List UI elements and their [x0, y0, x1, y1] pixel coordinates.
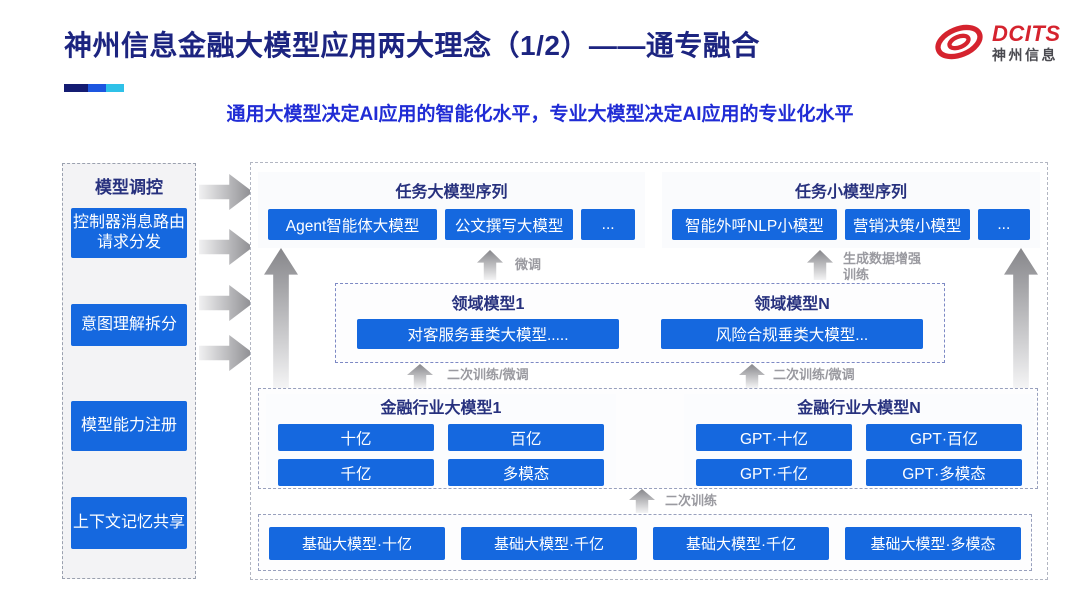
task-large-model-section: 任务大模型序列 Agent智能体大模型 公文撰写大模型 ... — [258, 172, 645, 248]
arrow-right-icon — [199, 285, 253, 321]
dcits-logo: DCITS 神州信息 — [932, 20, 1061, 64]
arrow-label-retrain-finetune: 二次训练/微调 — [773, 367, 855, 382]
sidebar-item-context-memory: 上下文记忆共享 — [71, 497, 187, 549]
industry-model-n-grid: GPT·十亿 GPT·百亿 GPT·千亿 GPT·多模态 — [684, 418, 1034, 486]
arrow-right-icon — [199, 229, 253, 265]
arrow-label-gen-data-aug: 生成数据增强训练 — [843, 251, 922, 282]
task-small-model-row: 智能外呼NLP小模型 营销决策小模型 ... — [662, 209, 1040, 240]
model-box-risk-compliance: 风险合规垂类大模型... — [661, 319, 923, 349]
sidebar-item-controller-routing: 控制器消息路由请求分发 — [71, 208, 187, 258]
model-box-gpt-10b: GPT·百亿 — [866, 424, 1022, 451]
model-box-marketing-decision: 营销决策小模型 — [844, 209, 970, 240]
model-box-multimodal: 多模态 — [448, 459, 604, 486]
accent-segment-blue — [88, 84, 106, 92]
industry-model-1-grid: 十亿 百亿 千亿 多模态 — [266, 418, 616, 486]
domain-model-n: 领域模型N 风险合规垂类大模型... — [640, 284, 944, 362]
title-accent-bar — [64, 84, 124, 92]
industry-model-1: 金融行业大模型1 十亿 百亿 千亿 多模态 — [266, 394, 616, 486]
dcits-swirl-icon — [935, 24, 983, 60]
arrow-label-finetune: 微调 — [515, 257, 542, 272]
model-box-100b: 千亿 — [278, 459, 434, 486]
foundation-box-100b-2: 基础大模型·千亿 — [653, 527, 829, 560]
foundation-box-1b: 基础大模型·十亿 — [269, 527, 445, 560]
section-title: 任务大模型序列 — [395, 184, 508, 201]
task-small-model-section: 任务小模型序列 智能外呼NLP小模型 营销决策小模型 ... — [662, 172, 1040, 248]
model-box-gpt-multimodal: GPT·多模态 — [866, 459, 1022, 486]
arrow-label-retrain-finetune: 二次训练/微调 — [447, 367, 529, 382]
model-box-customer-service: 对客服务垂类大模型..... — [357, 319, 619, 349]
model-box-gpt-1b: GPT·十亿 — [696, 424, 852, 451]
section-title: 领域模型1 — [451, 296, 525, 313]
foundation-box-multimodal: 基础大模型·多模态 — [845, 527, 1021, 560]
section-title: 金融行业大模型1 — [380, 400, 502, 417]
arrow-right-icon — [199, 335, 253, 371]
logo-text: DCITS 神州信息 — [992, 20, 1061, 63]
logo-brand-cn: 神州信息 — [992, 46, 1058, 63]
model-box-document-writing: 公文撰写大模型 — [445, 209, 574, 240]
section-title: 金融行业大模型N — [797, 400, 921, 417]
sidebar-item-capability-registry: 模型能力注册 — [71, 401, 187, 451]
model-box-agent: Agent智能体大模型 — [268, 209, 438, 240]
model-box-gpt-100b: GPT·千亿 — [696, 459, 852, 486]
page-title: 神州信息金融大模型应用两大理念（1/2）——通专融合 — [64, 30, 760, 61]
sidebar-model-control: 模型调控 控制器消息路由请求分发 意图理解拆分 模型能力注册 上下文记忆共享 — [62, 163, 196, 579]
logo-brand-text: DCITS — [992, 20, 1061, 46]
model-box-more: ... — [977, 209, 1030, 240]
subtitle: 通用大模型决定AI应用的智能化水平，专业大模型决定AI应用的专业化水平 — [226, 104, 854, 125]
accent-segment-navy — [64, 84, 88, 92]
industry-model-n: 金融行业大模型N GPT·十亿 GPT·百亿 GPT·千亿 GPT·多模态 — [684, 394, 1034, 486]
model-box-more: ... — [581, 209, 635, 240]
model-box-10b: 百亿 — [448, 424, 604, 451]
domain-model-1: 领域模型1 对客服务垂类大模型..... — [336, 284, 640, 362]
section-title: 领域模型N — [754, 296, 830, 313]
sidebar-title: 模型调控 — [95, 178, 163, 197]
model-box-nlp-outbound-call: 智能外呼NLP小模型 — [672, 209, 837, 240]
foundation-model-section: 基础大模型·十亿 基础大模型·千亿 基础大模型·千亿 基础大模型·多模态 — [258, 514, 1032, 571]
domain-model-section: 领域模型1 对客服务垂类大模型..... 领域模型N 风险合规垂类大模型... — [335, 283, 945, 363]
accent-segment-cyan — [106, 84, 124, 92]
arrow-label-retrain: 二次训练 — [665, 493, 718, 508]
sidebar-item-intent-split: 意图理解拆分 — [71, 304, 187, 346]
arrow-right-icon — [199, 174, 253, 210]
task-large-model-row: Agent智能体大模型 公文撰写大模型 ... — [258, 209, 645, 240]
model-box-1b: 十亿 — [278, 424, 434, 451]
section-title: 任务小模型序列 — [794, 184, 907, 201]
foundation-box-100b: 基础大模型·千亿 — [461, 527, 637, 560]
